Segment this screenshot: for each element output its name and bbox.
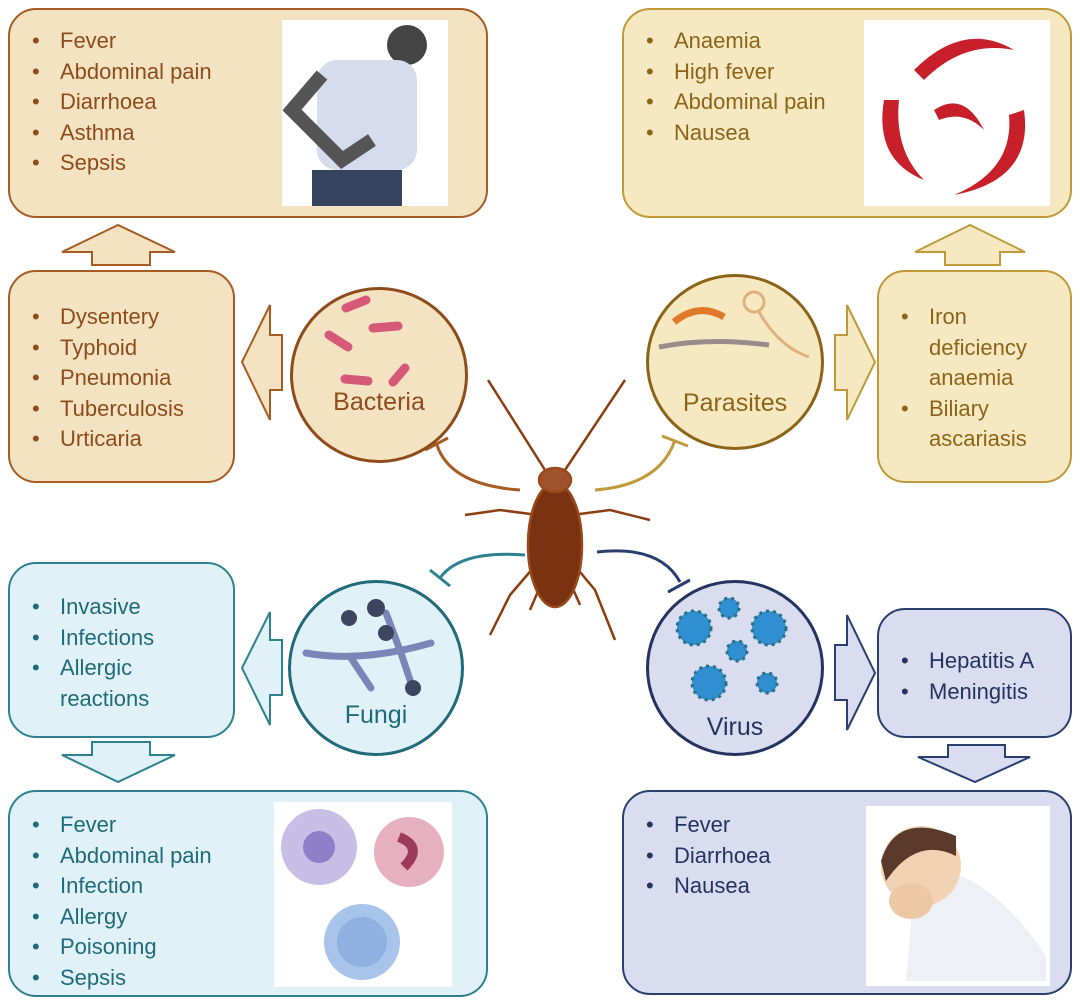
list-item: Nausea <box>646 871 771 902</box>
list-item: Diarrhoea <box>32 87 212 118</box>
fungi-circle: Fungi <box>288 580 464 756</box>
sickle-cells-image <box>864 20 1050 206</box>
bacteria-diseases-list: Dysentery Typhoid Pneumonia Tuberculosis… <box>32 302 184 455</box>
inhibit-fungi <box>438 552 526 579</box>
list-item: Invasive <box>32 592 222 623</box>
arrow-left-fungi <box>240 611 283 726</box>
arrow-right-virus <box>834 614 877 731</box>
bacteria-diseases-box: Dysentery Typhoid Pneumonia Tuberculosis… <box>8 270 235 483</box>
arrow-right-parasites <box>834 304 877 421</box>
fungi-symptoms-box: Fever Abdominal pain Infection Allergy P… <box>8 790 488 997</box>
list-item: Fever <box>646 810 771 841</box>
list-item: Typhoid <box>32 333 184 364</box>
list-item: Biliary ascariasis <box>901 394 1051 455</box>
immune-cells-image <box>274 802 452 987</box>
virus-circle: Virus <box>646 580 824 756</box>
list-item: Fever <box>32 810 212 841</box>
list-item: Dysentery <box>32 302 184 333</box>
list-item: Sepsis <box>32 148 212 179</box>
virus-diseases-box: Hepatitis A Meningitis <box>877 608 1072 738</box>
fungi-diseases-list: Invasive Infections Allergic reactions <box>32 592 222 714</box>
list-item: Infection <box>32 871 212 902</box>
inhibit-bacteria <box>435 444 521 492</box>
arrow-up-bacteria <box>61 223 176 266</box>
parasites-diseases-box: Iron deficiency anaemia Biliary ascarias… <box>877 270 1072 483</box>
abdominal-pain-person-image <box>282 20 448 206</box>
list-item: Hepatitis A <box>901 646 1034 677</box>
parasites-symptoms-box: Anaemia High fever Abdominal pain Nausea <box>622 8 1072 218</box>
list-item: Meningitis <box>901 677 1034 708</box>
arrow-down-virus <box>917 744 1031 784</box>
list-item: Anaemia <box>646 26 826 57</box>
list-item: Abdominal pain <box>32 57 212 88</box>
list-item: Iron deficiency anaemia <box>901 302 1051 394</box>
worms-icon <box>658 290 810 359</box>
list-item: Infections <box>32 623 222 654</box>
list-item: Urticaria <box>32 424 184 455</box>
list-item: Abdominal pain <box>646 87 826 118</box>
list-item: Abdominal pain <box>32 841 212 872</box>
fungi-diseases-box: Invasive Infections Allergic reactions <box>8 562 235 738</box>
list-item: Poisoning <box>32 932 212 963</box>
bacteria-label: Bacteria <box>333 388 425 416</box>
arrow-left-bacteria <box>240 304 283 421</box>
list-item: Nausea <box>646 118 826 149</box>
list-item: Asthma <box>32 118 212 149</box>
nauseous-person-image <box>866 806 1050 986</box>
bacteria-circle: Bacteria <box>290 287 468 463</box>
fungi-label: Fungi <box>344 701 408 729</box>
parasites-label: Parasites <box>682 389 788 417</box>
list-item: Allergy <box>32 902 212 933</box>
parasites-diseases-list: Iron deficiency anaemia Biliary ascarias… <box>901 302 1051 455</box>
virus-icon <box>675 596 788 702</box>
list-item: High fever <box>646 57 826 88</box>
parasites-circle: Parasites <box>646 274 824 450</box>
inhibit-parasites <box>594 439 677 492</box>
list-item: Diarrhoea <box>646 841 771 872</box>
list-item: Sepsis <box>32 963 212 994</box>
fungi-symptoms-list: Fever Abdominal pain Infection Allergy P… <box>32 810 212 993</box>
arrow-up-parasites <box>914 223 1026 266</box>
parasites-symptoms-list: Anaemia High fever Abdominal pain Nausea <box>646 26 826 148</box>
list-item: Pneumonia <box>32 363 184 394</box>
virus-symptoms-box: Fever Diarrhoea Nausea <box>622 790 1072 995</box>
list-item: Tuberculosis <box>32 394 184 425</box>
bacteria-symptoms-box: Fever Abdominal pain Diarrhoea Asthma Se… <box>8 8 488 218</box>
virus-label: Virus <box>706 713 764 741</box>
inhibit-virus <box>596 549 682 583</box>
cockroach-illustration <box>464 379 651 641</box>
virus-diseases-list: Hepatitis A Meningitis <box>901 646 1034 707</box>
virus-symptoms-list: Fever Diarrhoea Nausea <box>646 810 771 902</box>
list-item: Fever <box>32 26 212 57</box>
arrow-down-fungi <box>61 741 176 784</box>
list-item: Allergic reactions <box>32 653 222 714</box>
fungi-icon <box>302 599 435 696</box>
bacteria-icon <box>324 295 410 387</box>
bacteria-symptoms-list: Fever Abdominal pain Diarrhoea Asthma Se… <box>32 26 212 179</box>
